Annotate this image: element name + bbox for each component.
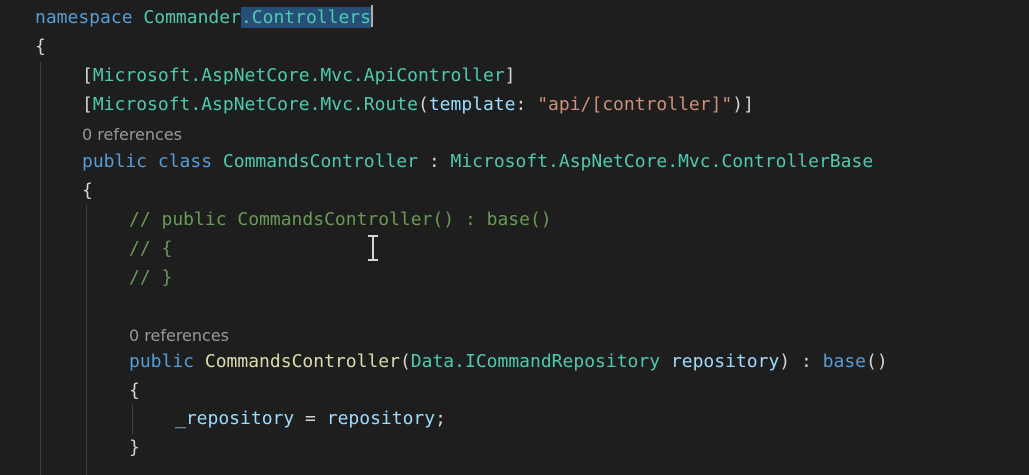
text-cursor-icon xyxy=(368,235,378,261)
namespace-name: Commander xyxy=(143,7,241,28)
constructor-name: CommandsController xyxy=(204,351,400,372)
code-line-class-declaration[interactable]: public class CommandsController : Micros… xyxy=(82,151,874,172)
code-line-comment[interactable]: // public CommandsController() : base() xyxy=(129,209,552,230)
base-keyword: base xyxy=(822,351,866,372)
code-line-comment[interactable]: // } xyxy=(129,267,173,288)
indent-guide xyxy=(40,62,41,475)
string-literal: "api/[controller]" xyxy=(537,94,733,115)
code-line-namespace[interactable]: namespace Commander.Controllers xyxy=(35,4,373,32)
code-line-close-constructor[interactable]: } xyxy=(129,437,140,458)
code-line-open-constructor[interactable]: { xyxy=(129,380,140,401)
class-name: CommandsController xyxy=(222,151,418,172)
codelens-references[interactable]: 0 references xyxy=(129,326,229,345)
indent-guide xyxy=(132,405,133,435)
code-line-attribute-route[interactable]: [Microsoft.AspNetCore.Mvc.Route(template… xyxy=(82,94,754,115)
parameter-type: ICommandRepository xyxy=(464,351,661,372)
code-line-assignment[interactable]: _repository = repository; xyxy=(175,408,446,429)
selected-text[interactable]: .Controllers xyxy=(240,7,371,28)
base-class-name: ControllerBase xyxy=(721,151,874,172)
attribute-name: ApiController xyxy=(363,65,505,86)
keyword-namespace: namespace xyxy=(35,7,133,28)
attribute-namespace: Microsoft.AspNetCore.Mvc. xyxy=(92,65,364,86)
named-parameter: template xyxy=(428,94,516,115)
code-line-open-class[interactable]: { xyxy=(82,180,93,201)
attribute-namespace: Microsoft.AspNetCore.Mvc. xyxy=(92,94,364,115)
field-name: _repository xyxy=(175,408,295,429)
indent-guide xyxy=(86,205,87,475)
code-line-comment[interactable]: // { xyxy=(129,238,173,259)
attribute-name: Route xyxy=(363,94,418,115)
code-line-open-namespace[interactable]: { xyxy=(35,36,46,57)
codelens-references[interactable]: 0 references xyxy=(82,125,182,144)
code-line-attribute-apicontroller[interactable]: [Microsoft.AspNetCore.Mvc.ApiController] xyxy=(82,65,516,86)
variable-name: repository xyxy=(326,408,436,429)
text-caret xyxy=(370,5,373,27)
code-line-constructor[interactable]: public CommandsController(Data.ICommandR… xyxy=(129,351,888,372)
parameter-name: repository xyxy=(670,351,780,372)
